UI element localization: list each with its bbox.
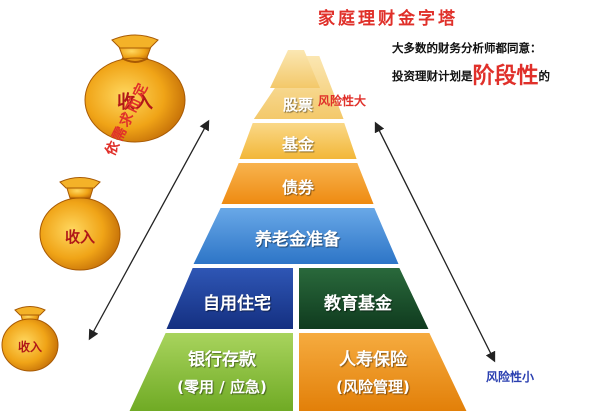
label-bank-line2: (零用 / 应急) <box>177 378 267 396</box>
diagram-title: 家庭理财金字塔 <box>318 9 458 29</box>
label-housing: 自用住宅 <box>203 294 271 314</box>
layer-insurance <box>297 331 470 413</box>
left-arrow <box>88 119 210 341</box>
income-bag-small: 收入 <box>1 306 59 372</box>
label-stocks: 股票 <box>282 96 313 114</box>
label-insurance-line2: (风险管理) <box>336 378 410 396</box>
income-bag-large: 收入 <box>84 34 186 143</box>
income-bag-medium: 收入 <box>39 177 121 271</box>
income-label-1: 收入 <box>117 91 153 113</box>
layer-stocks-apex <box>270 50 320 88</box>
label-funds: 基金 <box>281 135 314 154</box>
note-line-2: 投资理财计划是阶段性的 <box>392 58 550 90</box>
label-bank-line1: 银行存款 <box>188 350 256 370</box>
note-suffix: 的 <box>538 69 551 83</box>
label-education: 教育基金 <box>324 294 392 314</box>
risk-low-label: 风险性小 <box>486 370 535 384</box>
income-label-2: 收入 <box>65 228 95 246</box>
income-label-3: 收入 <box>18 339 42 354</box>
label-pension: 养老金准备 <box>255 230 340 250</box>
right-arrow <box>374 121 496 363</box>
risk-high-label: 风险性大 <box>318 94 367 108</box>
note-line-1: 大多数的财务分析师都同意： <box>392 41 542 55</box>
label-bonds: 债券 <box>281 178 314 197</box>
layer-bank <box>126 331 295 413</box>
layer-funds <box>236 121 360 161</box>
label-insurance-line1: 人寿保险 <box>339 350 407 370</box>
note-prefix: 投资理财计划是 <box>392 69 473 83</box>
note-highlight: 阶段性 <box>472 64 539 89</box>
